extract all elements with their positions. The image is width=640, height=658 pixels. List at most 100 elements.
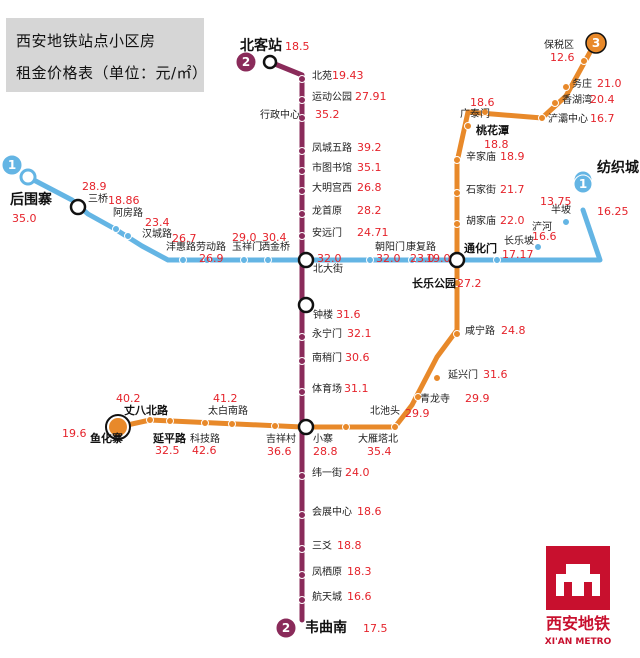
station-dot[interactable] [264, 256, 272, 264]
station-name: 北客站 [240, 37, 282, 54]
station-price: 16.7 [590, 112, 615, 125]
station-price: 32.0 [376, 252, 401, 265]
station-dot[interactable] [298, 147, 306, 155]
station-price: 22.0 [500, 214, 525, 227]
station-name: 科技路 [190, 432, 220, 445]
station-dot[interactable] [298, 167, 306, 175]
station-name: 三爻 [312, 540, 332, 552]
station-price: 18.86 [108, 194, 140, 207]
station-dot[interactable] [534, 243, 542, 251]
station-name: 小寨 [313, 432, 333, 445]
station-price: 18.8 [337, 539, 362, 552]
line-2-track [267, 59, 305, 623]
station-dot[interactable] [298, 511, 306, 519]
station-dot[interactable] [562, 218, 570, 226]
station-price: 16.6 [347, 590, 372, 603]
station-dot[interactable] [298, 545, 306, 553]
station-price: 23.4 [145, 216, 170, 229]
station-name: 长乐公园 [412, 276, 456, 290]
station-dot[interactable] [298, 187, 306, 195]
station-name: 钟楼 [313, 308, 333, 321]
station-price: 39.2 [357, 141, 382, 154]
station-dot[interactable] [298, 333, 306, 341]
station-dot[interactable] [538, 114, 546, 122]
station-dot[interactable] [298, 75, 306, 83]
interchange-ring [297, 296, 315, 314]
station-dot[interactable] [179, 256, 187, 264]
station-dot[interactable] [481, 108, 489, 116]
station-name: 阿房路 [113, 206, 143, 219]
station-dot[interactable] [298, 472, 306, 480]
station-dot[interactable] [408, 256, 416, 264]
station-name: 凤城五路 [312, 141, 352, 154]
station-dot[interactable] [271, 422, 279, 430]
station-dot[interactable] [414, 393, 422, 401]
station-name: 后围寨 [10, 191, 53, 208]
station-dot[interactable] [166, 417, 174, 425]
station-name: 汉城路 [142, 227, 172, 240]
station-name: 玉祥门 [232, 240, 262, 253]
station-name: 北池头 [370, 404, 400, 417]
station-dot[interactable] [298, 96, 306, 104]
station-dot[interactable] [453, 156, 461, 164]
station-dot[interactable] [298, 357, 306, 365]
station-dot[interactable] [203, 256, 211, 264]
station-dot[interactable] [112, 225, 120, 233]
interchange-ring [297, 251, 315, 269]
station-dot[interactable] [124, 232, 132, 240]
station-dot[interactable] [298, 596, 306, 604]
terminal-ring[interactable] [19, 168, 37, 186]
station-dot[interactable] [453, 279, 461, 287]
interchange-ring [448, 251, 466, 269]
station-dot[interactable] [298, 571, 306, 579]
station-dot[interactable] [433, 374, 441, 382]
station-price: 12.6 [550, 51, 575, 64]
station-price: 18.9 [500, 150, 525, 163]
station-name: 朝阳门 [375, 240, 405, 253]
station-dot[interactable] [298, 210, 306, 218]
station-dot[interactable] [464, 122, 472, 130]
terminal-ring[interactable] [109, 418, 127, 436]
title-line-1: 西安地铁站点小区房 [16, 32, 156, 50]
station-name: 会展中心 [312, 505, 352, 518]
station-price: 32.0 [317, 252, 342, 265]
station-price: 26.7 [172, 232, 197, 245]
station-price: 30.4 [262, 231, 287, 244]
station-dot[interactable] [493, 256, 501, 264]
station-dot[interactable] [298, 388, 306, 396]
terminal-ring[interactable] [262, 54, 278, 70]
station-name: 韦曲南 [305, 619, 347, 636]
station-dot[interactable] [298, 232, 306, 240]
station-price: 36.6 [267, 445, 292, 458]
station-dot[interactable] [228, 420, 236, 428]
station-name: 浐河 [532, 220, 552, 233]
station-dot[interactable] [342, 423, 350, 431]
station-dot[interactable] [366, 256, 374, 264]
station-price: 27.91 [355, 90, 387, 103]
station-price: 17.17 [502, 248, 534, 261]
station-name: 洒金桥 [260, 240, 290, 253]
station-dot[interactable] [298, 114, 306, 122]
station-price: 28.2 [357, 204, 382, 217]
station-name: 通化门 [464, 241, 497, 255]
station-price: 18.8 [484, 138, 509, 151]
station-price: 31.6 [483, 368, 508, 381]
station-dot[interactable] [146, 416, 154, 424]
station-dot[interactable] [562, 83, 570, 91]
station-dot[interactable] [551, 99, 559, 107]
station-name: 沣惠路 [166, 240, 196, 253]
station-name: 市图书馆 [312, 161, 352, 174]
title-line-2: 租金价格表（单位：元/㎡） [16, 64, 208, 82]
station-dot[interactable] [580, 57, 588, 65]
station-dot[interactable] [201, 419, 209, 427]
station-name: 劳动路 [196, 240, 226, 253]
station-name: 半坡 [551, 203, 571, 216]
station-dot[interactable] [453, 220, 461, 228]
station-dot[interactable] [391, 423, 399, 431]
station-dot[interactable] [453, 330, 461, 338]
station-price: 17.5 [363, 622, 388, 635]
station-dot[interactable] [240, 256, 248, 264]
station-price: 19.43 [332, 69, 364, 82]
station-dot[interactable] [453, 189, 461, 197]
